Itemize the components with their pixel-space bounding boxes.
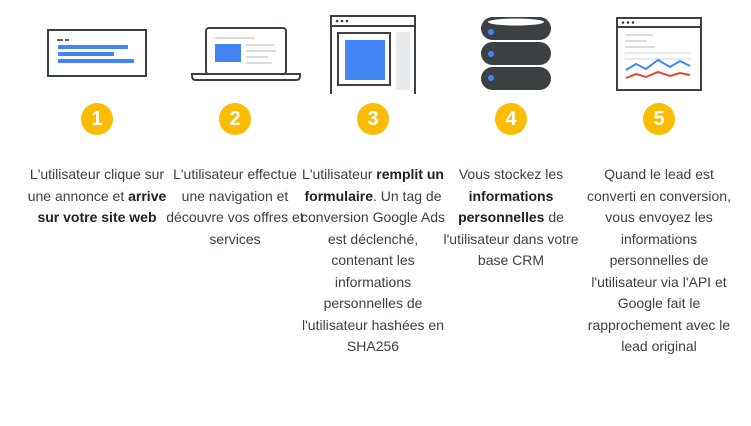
step-number-badge: 1	[81, 103, 113, 135]
database-icon	[436, 12, 586, 94]
step-3: 3 L'utilisateur remplit un formulaire. U…	[298, 0, 448, 426]
step-number-badge: 2	[219, 103, 251, 135]
step-text: L'utilisateur effectue une navigation et…	[166, 166, 304, 247]
step-description: Quand le lead est converti en conversion…	[584, 164, 734, 358]
step-text: de l'utilisateur dans votre base CRM	[443, 209, 579, 268]
step-number-badge: 3	[357, 103, 389, 135]
step-description: Vous stockez les informations personnell…	[436, 164, 586, 272]
step-description: L'utilisateur effectue une navigation et…	[160, 164, 310, 250]
step-text: L'utilisateur	[302, 166, 377, 182]
step-number-badge: 4	[495, 103, 527, 135]
step-description: L'utilisateur remplit un formulaire. Un …	[298, 164, 448, 358]
step-description: L'utilisateur clique sur une annonce et …	[22, 164, 172, 229]
step-text-bold: remplit un formulaire	[304, 166, 444, 204]
step-text: Quand le lead est converti en conversion…	[587, 166, 731, 354]
step-text: . Un tag de conversion Google Ads est dé…	[301, 187, 445, 355]
step-5: 5 Quand le lead est converti en conversi…	[584, 0, 734, 426]
step-2: 2 L'utilisateur effectue une navigation …	[160, 0, 310, 426]
step-number-badge: 5	[643, 103, 675, 135]
analytics-window-icon	[584, 12, 734, 94]
browser-ad-icon	[22, 12, 172, 94]
step-text-bold: informations personnelles	[458, 187, 554, 226]
step-text: L'utilisateur clique sur une annonce et	[27, 166, 165, 204]
laptop-icon	[160, 12, 310, 94]
step-1: 1 L'utilisateur clique sur une annonce e…	[22, 0, 172, 426]
step-4: 4 Vous stockez les informations personne…	[436, 0, 586, 426]
form-window-icon	[298, 12, 448, 94]
step-text-bold: arrive sur votre site web	[37, 187, 167, 226]
step-text: Vous stockez les	[458, 166, 564, 182]
